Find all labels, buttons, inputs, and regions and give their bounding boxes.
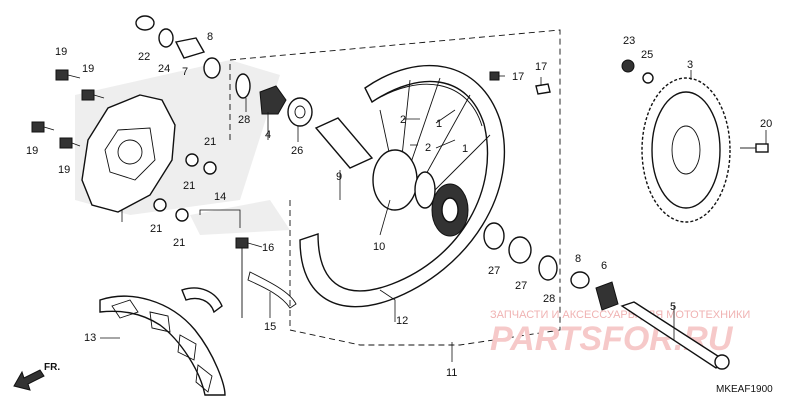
nut-21-a <box>185 153 199 167</box>
spacer-22 <box>135 15 155 31</box>
brake-disc <box>81 94 176 213</box>
wheel-rim <box>299 65 505 308</box>
bearing-26 <box>287 97 313 127</box>
label-21-a: 21 <box>204 136 216 148</box>
tire <box>99 295 226 396</box>
label-19-c: 19 <box>26 145 38 157</box>
seal-28-right <box>538 255 558 281</box>
rim-band <box>247 271 297 309</box>
label-19-b: 19 <box>82 63 94 75</box>
nut-21-d <box>175 208 189 222</box>
label-21-d: 21 <box>173 237 185 249</box>
label-17-a: 17 <box>512 71 524 83</box>
label-7: 7 <box>182 66 188 78</box>
adjuster-6 <box>595 281 619 311</box>
label-20: 20 <box>760 118 772 130</box>
label-22: 22 <box>138 51 150 63</box>
nipple-17-b <box>535 83 551 95</box>
label-17-b: 17 <box>535 61 547 73</box>
distance-collar-9 <box>314 117 374 169</box>
collar-8-right <box>570 271 590 289</box>
label-3: 3 <box>687 59 693 71</box>
label-28-right: 28 <box>543 293 555 305</box>
label-8-top: 8 <box>207 31 213 43</box>
wheel-hub <box>372 149 469 237</box>
label-28-left: 28 <box>238 114 250 126</box>
label-14: 14 <box>214 191 226 203</box>
label-6: 6 <box>601 260 607 272</box>
label-16: 16 <box>262 242 274 254</box>
frame-dashed-top <box>229 29 561 280</box>
nipple-17-a <box>489 71 500 81</box>
bearing-27-a <box>483 222 505 250</box>
nut-23 <box>621 59 635 73</box>
label-25: 25 <box>641 49 653 61</box>
label-15: 15 <box>264 321 276 333</box>
nut-21-c <box>153 198 167 212</box>
bolt-19-d <box>59 137 81 149</box>
frame-dashed-bottom <box>289 200 561 346</box>
collar-8-top <box>203 57 221 79</box>
label-9: 9 <box>336 171 342 183</box>
washer-25 <box>642 72 654 84</box>
label-2-b: 2 <box>425 142 431 154</box>
label-13: 13 <box>84 332 96 344</box>
seal-28-left <box>235 73 251 99</box>
valve-16 <box>235 237 249 318</box>
label-1-b: 1 <box>462 143 468 155</box>
label-19-a: 19 <box>55 46 67 58</box>
washer-24 <box>158 28 174 48</box>
label-1-a: 1 <box>436 118 442 130</box>
label-26: 26 <box>291 145 303 157</box>
label-23: 23 <box>623 35 635 47</box>
bolt-19-b <box>81 89 105 101</box>
bearing-27-b <box>508 236 532 264</box>
front-direction-arrow: FR. <box>13 362 60 391</box>
inner-tube <box>181 287 223 314</box>
label-10: 10 <box>373 241 385 253</box>
label-2-a: 2 <box>400 114 406 126</box>
label-21-c: 21 <box>150 223 162 235</box>
label-5: 5 <box>670 301 676 313</box>
nut-21-b <box>203 161 217 175</box>
direction-label: FR. <box>44 362 60 373</box>
bolt-19-c <box>31 121 55 133</box>
label-11: 11 <box>446 367 457 379</box>
label-27-b: 27 <box>515 280 527 292</box>
bolt-20 <box>740 143 769 153</box>
label-8-right: 8 <box>575 253 581 265</box>
figure-code: MKEAF1900 <box>716 384 773 395</box>
watermark-tagline: ЗАПЧАСТИ И АКСЕССУАРЫ ДЛЯ МОТОТЕХНИКИ <box>490 309 750 321</box>
label-19-d: 19 <box>58 164 70 176</box>
label-4: 4 <box>265 129 271 141</box>
part-labels: 1 1 2 2 3 4 5 6 7 8 8 9 10 11 12 13 14 1… <box>26 31 772 379</box>
damper-4 <box>259 85 287 115</box>
label-21-b: 21 <box>183 180 195 192</box>
label-24: 24 <box>158 63 170 75</box>
leader-lines <box>100 70 767 362</box>
adjuster-7 <box>174 37 206 59</box>
label-12: 12 <box>396 315 408 327</box>
label-27-a: 27 <box>488 265 500 277</box>
bolt-19-a <box>55 69 81 81</box>
driven-sprocket <box>641 77 731 223</box>
